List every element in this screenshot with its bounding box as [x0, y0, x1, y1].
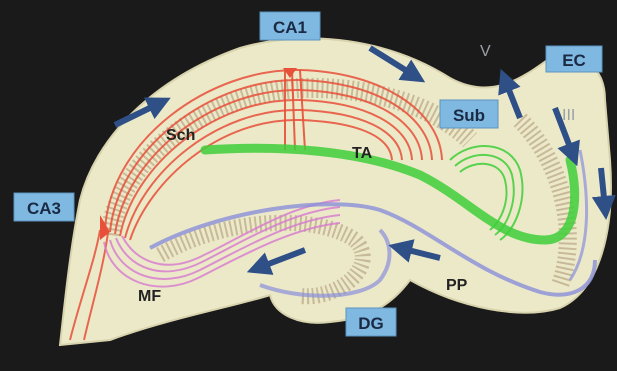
layer-iii-label: III: [562, 107, 575, 124]
region-label-ca3: CA3: [14, 193, 74, 221]
region-label-ec: EC: [546, 46, 602, 72]
dg-label: DG: [358, 314, 384, 333]
ca3-label: CA3: [27, 199, 61, 218]
ca1-label: CA1: [273, 18, 307, 37]
region-label-dg: DG: [346, 308, 396, 336]
arrow-right-down: [601, 168, 605, 208]
ec-label: EC: [562, 51, 586, 70]
sub-label: Sub: [453, 106, 485, 125]
ta-label: TA: [352, 145, 373, 162]
sch-label: Sch: [166, 127, 195, 144]
layer-v-label: V: [480, 43, 491, 60]
region-label-sub: Sub: [440, 100, 498, 128]
mf-label: MF: [138, 288, 161, 305]
region-label-ca1: CA1: [260, 12, 320, 40]
pp-label: PP: [446, 277, 468, 294]
